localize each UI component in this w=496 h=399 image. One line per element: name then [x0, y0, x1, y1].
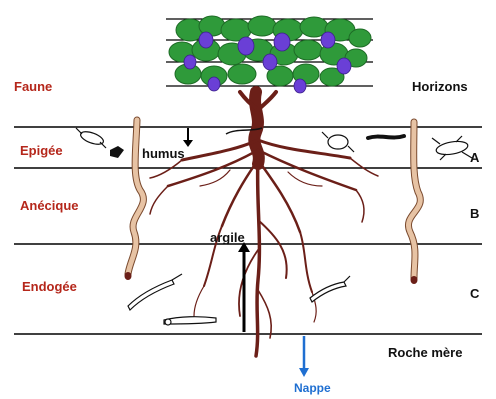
soil-insect-icon [432, 136, 472, 160]
earthworm-icon [408, 122, 420, 284]
horizon-b-label: B [470, 206, 479, 221]
water-arrow-icon [299, 336, 309, 377]
fauna-title: Faune [14, 79, 52, 94]
grapevine-icon [169, 16, 371, 93]
larva-icon [164, 317, 216, 325]
earthworm-icon [125, 120, 144, 280]
humus-label: humus [142, 146, 185, 161]
soil-insect-icon [76, 128, 106, 148]
larva-icon [128, 274, 182, 310]
bedrock-label: Roche mère [388, 345, 462, 360]
arrow-down-icon [183, 128, 193, 147]
soil-insect-icon [110, 146, 124, 158]
horizon-c-label: C [470, 286, 479, 301]
larva-icon [368, 136, 404, 138]
soil-insect-icon [322, 132, 354, 152]
fauna-epigee-label: Epigée [20, 143, 63, 158]
horizons-title: Horizons [412, 79, 468, 94]
argile-label: argile [210, 230, 245, 245]
fauna-anecique-label: Anécique [20, 198, 79, 213]
soil-insect-icon [310, 276, 350, 302]
fauna-endogee-label: Endogée [22, 279, 77, 294]
horizon-a-label: A [470, 150, 479, 165]
nappe-label: Nappe [294, 381, 331, 395]
arrow-up-icon [238, 242, 250, 332]
